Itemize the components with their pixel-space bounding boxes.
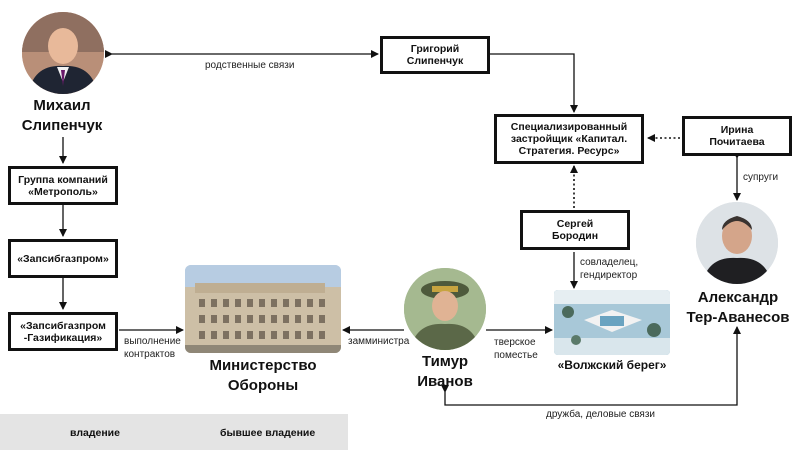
edge-grigory-developer bbox=[490, 53, 578, 113]
metropol-box: Группа компаний «Метрополь» bbox=[8, 166, 118, 205]
mikhail-photo bbox=[22, 12, 104, 94]
legend bbox=[0, 414, 348, 450]
irina-box: Ирина Почитаева bbox=[682, 116, 792, 156]
ministry-name: Министерство Обороны bbox=[209, 357, 317, 394]
label-friendship: дружба, деловые связи bbox=[546, 409, 656, 420]
grigory-box: Григорий Слипенчук bbox=[380, 36, 490, 74]
volzhsky-name: «Волжский берег» bbox=[557, 358, 667, 372]
label-contracts: выполнение контрактов bbox=[124, 336, 181, 360]
sergey-box: Сергей Бородин bbox=[520, 210, 630, 250]
timur-photo bbox=[404, 268, 486, 350]
label-co-owner: совладелец, гендиректор bbox=[580, 257, 639, 281]
alexander-name: Александр Тер-Аванесов bbox=[686, 289, 790, 326]
label-tver-estate: тверское поместье bbox=[494, 337, 538, 361]
zapsib-gazifikatsiya-box: «Запсибгазпром -Газификация» bbox=[8, 312, 118, 351]
label-spouses: супруги bbox=[743, 172, 779, 183]
edge-friendship bbox=[441, 326, 741, 406]
label-deputy-minister: замминистра bbox=[348, 336, 410, 347]
legend-ownership: владение bbox=[70, 427, 120, 439]
timur-name: Тимур Иванов bbox=[417, 353, 473, 390]
alexander-photo bbox=[696, 202, 778, 284]
zapsibgazprom-box: «Запсибгазпром» bbox=[8, 239, 118, 278]
ministry-photo bbox=[185, 265, 341, 353]
developer-box: Специализированный застройщик «Капитал. … bbox=[494, 114, 644, 164]
mikhail-name: Михаил Слипенчук bbox=[21, 97, 103, 134]
label-family-ties: родственные связи bbox=[205, 60, 295, 71]
legend-former-ownership: бывшее владение bbox=[220, 427, 316, 439]
volzhsky-photo bbox=[554, 290, 670, 355]
